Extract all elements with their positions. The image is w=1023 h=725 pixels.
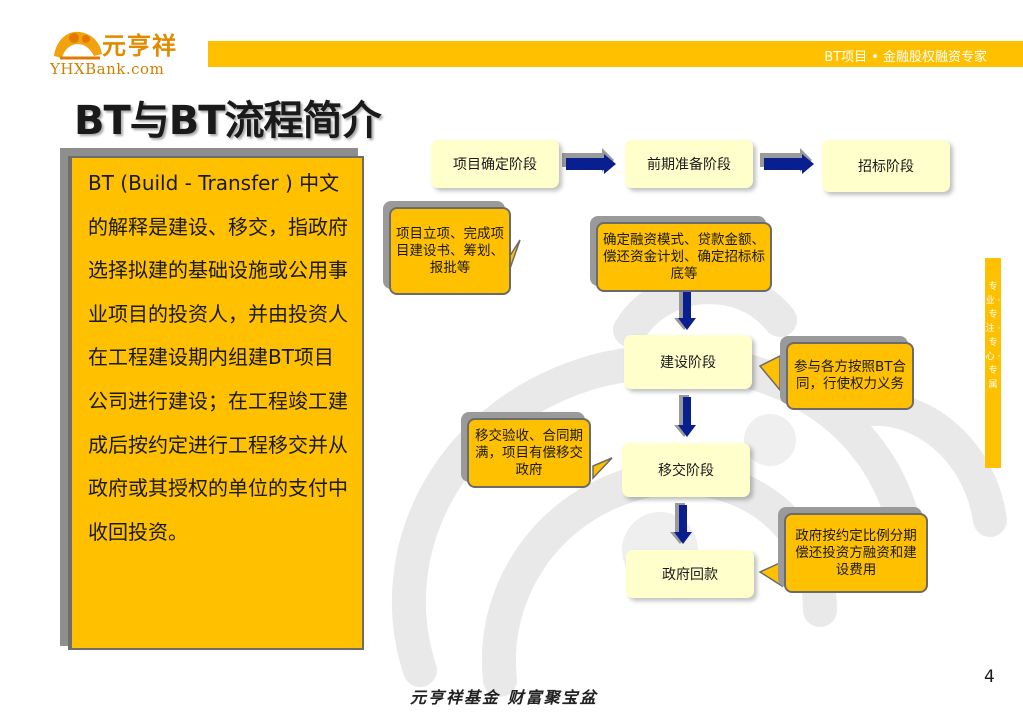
page-number: 4 <box>984 667 995 687</box>
logo-chinese-text: 元亨祥 <box>102 32 177 60</box>
step-preliminary-preparation: 前期准备阶段 <box>625 140 753 188</box>
callout-project-approval-text: 项目立项、完成项目建设书、筹划、报批等 <box>389 207 511 295</box>
logo: 元亨祥 YHXBank.com <box>44 24 204 82</box>
logo-english-text: YHXBank.com <box>50 60 165 78</box>
page-title: BT与BT流程简介 <box>74 98 382 144</box>
side-label: 专业 · 专注 · 专心 · 专属 <box>985 258 1001 468</box>
callout-financing-plan-text: 确定融资模式、贷款金额、偿还资金计划、确定招标标底等 <box>596 222 772 292</box>
callout-installment-repayment-text: 政府按约定比例分期偿还投资方融资和建设费用 <box>784 513 928 593</box>
arrow-down-3 <box>670 503 692 544</box>
arrow-down-1 <box>674 290 696 330</box>
step-transfer: 移交阶段 <box>622 443 750 497</box>
callout-tail-4 <box>592 457 613 480</box>
callout-tail-5 <box>758 560 783 588</box>
callout-tail-3 <box>758 354 781 393</box>
callout-transfer-acceptance-text: 移交验收、合同期满，项目有偿移交政府 <box>467 418 591 488</box>
header-tagline: BT项目 • 金融股权融资专家 <box>824 50 987 65</box>
arrow-right-1 <box>562 148 616 174</box>
description-panel: BT (Build - Transfer ) 中文的解释是建设、移交，指政府选择… <box>68 156 364 650</box>
arrow-right-2 <box>760 148 814 174</box>
step-project-determination: 项目确定阶段 <box>431 140 559 188</box>
step-government-repayment: 政府回款 <box>626 550 754 598</box>
step-construction: 建设阶段 <box>624 335 752 389</box>
description-text: BT (Build - Transfer ) 中文的解释是建设、移交，指政府选择… <box>88 171 348 544</box>
lion-logo-icon <box>54 31 102 60</box>
footer-slogan: 元亨祥基金 财富聚宝盆 <box>410 688 598 707</box>
step-bidding: 招标阶段 <box>822 140 950 192</box>
arrow-down-2 <box>674 395 696 437</box>
callout-contract-obligations-text: 参与各方按照BT合同，行使权力义务 <box>786 342 914 410</box>
header-bar: BT项目 • 金融股权融资专家 <box>208 41 1023 67</box>
